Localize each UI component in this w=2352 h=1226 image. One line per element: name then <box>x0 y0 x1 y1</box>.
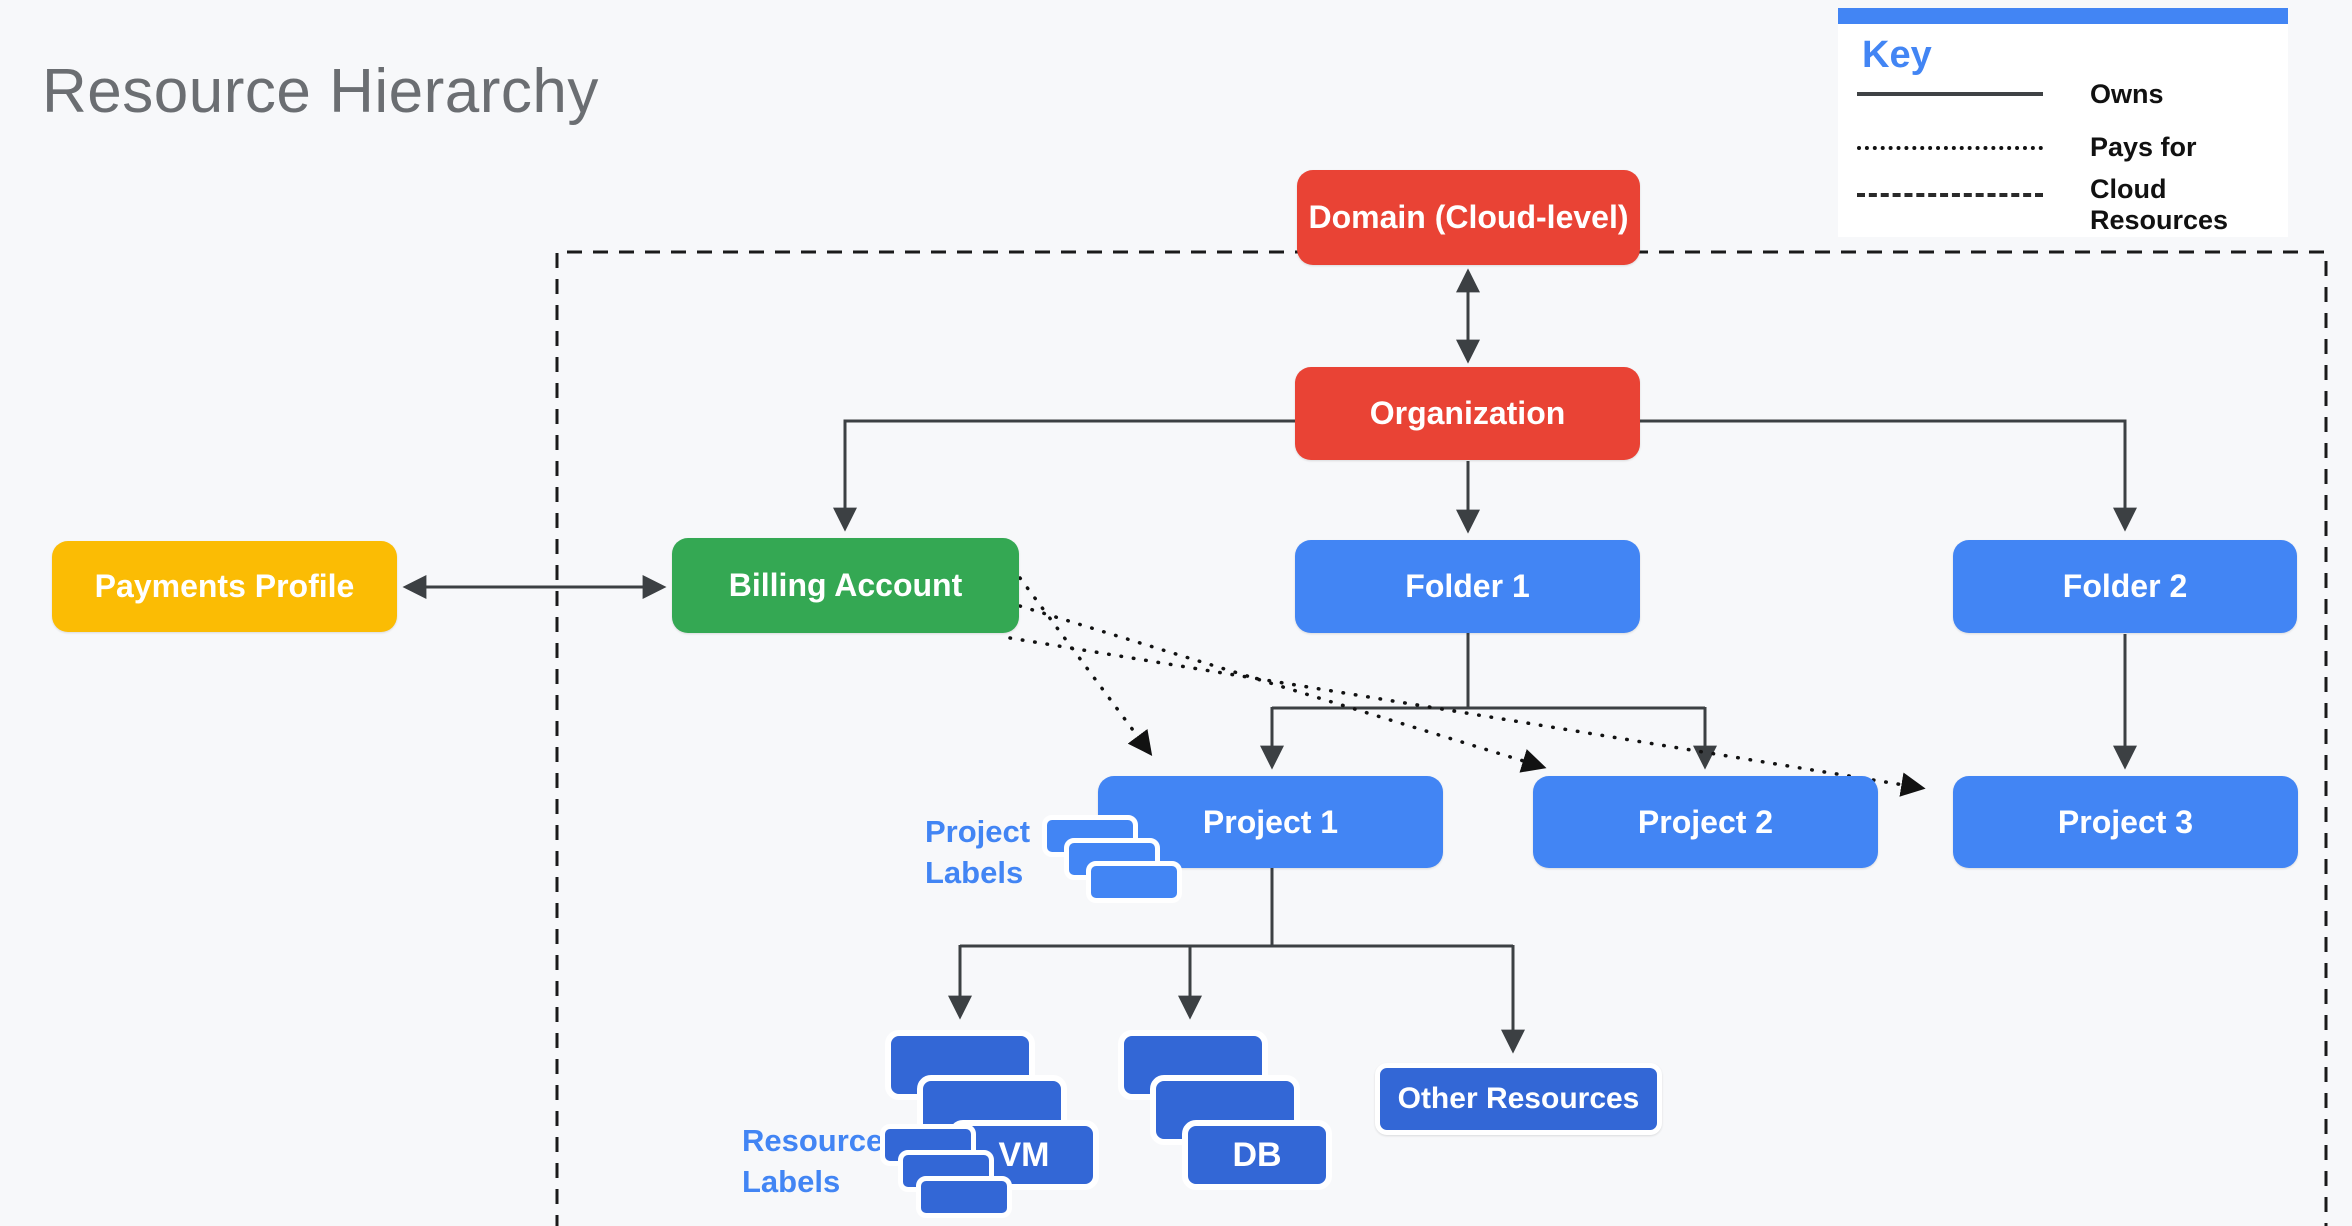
node-db-label: DB <box>1232 1135 1282 1174</box>
node-project-3: Project 3 <box>1953 776 2298 868</box>
folder1-projects-tree <box>1272 633 1705 710</box>
billing-project1-paysfor-line <box>1018 576 1153 756</box>
node-other-resources: Other Resources <box>1375 1063 1662 1135</box>
billing-project3-paysfor-line <box>1008 636 1926 797</box>
pays-for-line-sample <box>1857 146 2043 150</box>
node-organization: Organization <box>1295 367 1640 460</box>
node-project-1-label: Project 1 <box>1202 803 1339 840</box>
legend-accent-bar <box>1838 8 2288 24</box>
project-labels-caption: Project Labels <box>925 814 1031 890</box>
node-db: DB <box>1182 1120 1332 1190</box>
node-folder-2: Folder 2 <box>1953 540 2297 633</box>
node-domain-label: Domain (Cloud-level) <box>1308 199 1629 235</box>
organization-folder2-connector <box>1639 419 2137 532</box>
project-label-card-icon <box>1086 861 1182 903</box>
organization-billing-connector <box>833 419 1296 532</box>
owns-line-sample <box>1857 92 2043 96</box>
legend-title: Key <box>1862 34 1932 76</box>
node-vm-label: VM <box>998 1135 1050 1174</box>
project1-resources-tree <box>960 868 1513 948</box>
legend-owns-label: Owns <box>2090 79 2164 109</box>
node-folder-1: Folder 1 <box>1295 540 1640 633</box>
legend-cloud-resources-label: Cloud Resources <box>2090 174 2229 236</box>
node-domain: Domain (Cloud-level) <box>1297 170 1640 265</box>
legend-panel: Key Owns Pays for Cloud Resources <box>1838 8 2288 237</box>
resource-label-card-icon <box>916 1176 1012 1218</box>
node-payments-profile: Payments Profile <box>52 541 397 632</box>
billing-project2-paysfor-line <box>1018 604 1547 773</box>
cloud-resources-dashed-border <box>555 250 2328 1226</box>
page-title: Resource Hierarchy <box>42 57 599 126</box>
node-other-resources-label: Other Resources <box>1397 1082 1640 1115</box>
resource-labels-caption: Resource Labels <box>742 1123 884 1199</box>
node-billing-account-label: Billing Account <box>728 567 963 603</box>
node-folder-1-label: Folder 1 <box>1405 568 1530 604</box>
node-organization-label: Organization <box>1369 395 1566 431</box>
node-project-2-label: Project 2 <box>1637 803 1774 840</box>
node-payments-profile-label: Payments Profile <box>94 568 355 604</box>
node-project-2: Project 2 <box>1533 776 1878 868</box>
node-folder-2-label: Folder 2 <box>2062 568 2188 604</box>
node-billing-account: Billing Account <box>672 538 1019 633</box>
node-project-3-label: Project 3 <box>2057 803 2194 840</box>
cloud-resources-line-sample <box>1857 193 2043 197</box>
legend-pays-for-label: Pays for <box>2090 132 2197 162</box>
